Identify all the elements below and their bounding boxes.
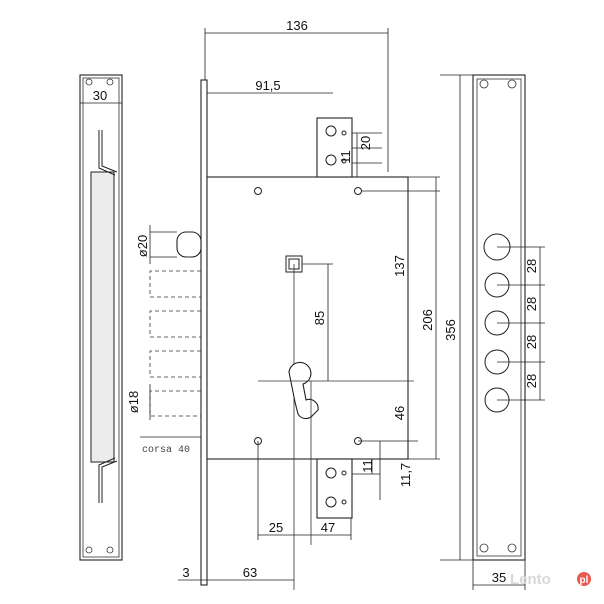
lock-body-view: 136 91,5 11 20 ø20 (126, 18, 440, 590)
handle-offset-label: 91,5 (255, 78, 280, 93)
lower-latch-width-label: 47 (321, 520, 335, 535)
faceplate-screw-hole (106, 546, 114, 554)
strike-screw-hole (507, 79, 517, 89)
faceplate-recess (90, 171, 115, 463)
strike-screw-hole (479, 79, 489, 89)
watermark: Lento pl (510, 571, 591, 588)
faceplate-hook-bottom (101, 460, 118, 503)
deadbolt (149, 310, 201, 338)
faceplate-thickness-label: 3 (182, 565, 189, 580)
faceplate-screw-hole (85, 78, 93, 86)
watermark-badge-icon (577, 572, 591, 586)
deadbolt (149, 270, 201, 298)
hole-pitch-label-4: 28 (524, 374, 539, 388)
strike-screw-hole (479, 543, 489, 553)
upper-latch-hole (325, 125, 337, 137)
lower-latch-hole (325, 467, 337, 479)
strike-height-label: 356 (443, 319, 458, 341)
stroke-label: corsa 40 (142, 445, 190, 456)
top-bolt-diameter-label: ø20 (135, 235, 150, 257)
upper-latch-dim-a: 11 (338, 150, 353, 164)
strike-plate-view: 28 28 28 28 356 35 (440, 74, 545, 590)
faceplate-hook-top (101, 130, 118, 173)
faceplate-screw-hole (85, 546, 93, 554)
bottom-bolt-diameter-label: ø18 (126, 391, 141, 413)
upper-latch-hole (325, 154, 337, 166)
upper-latch-dim-b: 20 (358, 136, 373, 150)
case-height-label: 206 (420, 309, 435, 331)
strike-width-label: 35 (492, 570, 506, 585)
case-screw-hole (254, 187, 262, 195)
strike-plate-outline (472, 74, 526, 561)
lower-latch-dim-label: 11 (360, 459, 375, 473)
faceplate-side-strip (200, 79, 208, 586)
cylinder-offset-label: 25 (269, 520, 283, 535)
cylinder-to-bottom-label: 46 (392, 406, 407, 420)
faceplate-hook-bottom (98, 457, 116, 503)
lower-latch-offset-label: 11,7 (398, 463, 413, 487)
watermark-text: Lento (510, 571, 551, 588)
overall-width-label: 136 (286, 18, 308, 33)
faceplate-width-label: 30 (93, 88, 107, 103)
spindle-to-cylinder-label: 85 (312, 311, 327, 325)
deadbolt (149, 390, 201, 417)
faceplate-hook-top (98, 130, 116, 176)
hole-pitch-label-3: 28 (524, 335, 539, 349)
lower-latch-hole (325, 496, 337, 508)
hole-pitch-label-1: 28 (524, 259, 539, 273)
faceplate-front-view: 30 (79, 74, 123, 561)
spindle-to-top-label: 137 (392, 255, 407, 277)
backset-label: 63 (243, 565, 257, 580)
watermark-badge: pl (580, 575, 589, 586)
strike-screw-hole (507, 543, 517, 553)
top-bolt (176, 231, 202, 258)
case-screw-hole (354, 187, 362, 195)
faceplate-screw-hole (106, 78, 114, 86)
hole-pitch-label-2: 28 (524, 297, 539, 311)
deadbolt (149, 350, 201, 378)
faceplate-inner-edge (82, 77, 120, 558)
lower-latch (316, 458, 353, 519)
